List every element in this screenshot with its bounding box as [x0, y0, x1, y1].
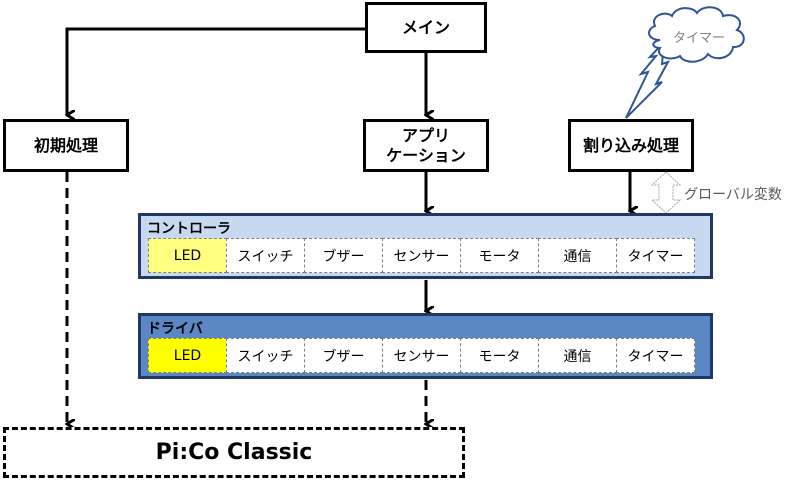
hardware-box[interactable]: Pi:Co Classic — [3, 427, 465, 478]
controller-title: コントローラ — [147, 221, 231, 237]
init-box[interactable]: 初期処理 — [3, 119, 129, 172]
arrow-main-to-init — [67, 27, 365, 115]
application-box[interactable]: アプリ ケーション — [363, 119, 489, 172]
application-label-line2: ケーション — [386, 145, 466, 165]
controller-module-timer[interactable]: タイマー — [616, 238, 695, 273]
driver-module-motor[interactable]: モータ — [460, 338, 539, 373]
driver-title: ドライバ — [147, 321, 203, 337]
controller-module-comm[interactable]: 通信 — [538, 238, 617, 273]
driver-module-led[interactable]: LED — [148, 338, 227, 373]
main-label: メイン — [401, 17, 450, 37]
init-label: 初期処理 — [33, 135, 98, 155]
driver-layer: ドライバ LED スイッチ ブザー センサー モータ 通信 タイマー — [138, 313, 713, 379]
interrupt-box[interactable]: 割り込み処理 — [568, 119, 694, 172]
controller-modules: LED スイッチ ブザー センサー モータ 通信 タイマー — [148, 238, 695, 273]
timer-cloud-icon — [648, 6, 745, 63]
driver-modules: LED スイッチ ブザー センサー モータ 通信 タイマー — [148, 338, 695, 373]
global-variable-label: グローバル変数 — [684, 187, 782, 203]
hardware-label: Pi:Co Classic — [155, 440, 313, 465]
controller-module-buzzer[interactable]: ブザー — [304, 238, 383, 273]
controller-layer: コントローラ LED スイッチ ブザー センサー モータ 通信 タイマー — [138, 213, 713, 279]
global-variable-double-arrow-icon — [650, 171, 682, 214]
driver-module-buzzer[interactable]: ブザー — [304, 338, 383, 373]
controller-module-motor[interactable]: モータ — [460, 238, 539, 273]
interrupt-label: 割り込み処理 — [582, 135, 679, 155]
main-box[interactable]: メイン — [365, 2, 487, 53]
controller-module-switch[interactable]: スイッチ — [226, 238, 305, 273]
application-label-line1: アプリ — [401, 126, 450, 146]
driver-module-timer[interactable]: タイマー — [616, 338, 695, 373]
controller-module-led[interactable]: LED — [148, 238, 227, 273]
driver-module-switch[interactable]: スイッチ — [226, 338, 305, 373]
driver-module-sensor[interactable]: センサー — [382, 338, 461, 373]
driver-module-comm[interactable]: 通信 — [538, 338, 617, 373]
controller-module-sensor[interactable]: センサー — [382, 238, 461, 273]
cloud-label: タイマー — [673, 31, 726, 46]
